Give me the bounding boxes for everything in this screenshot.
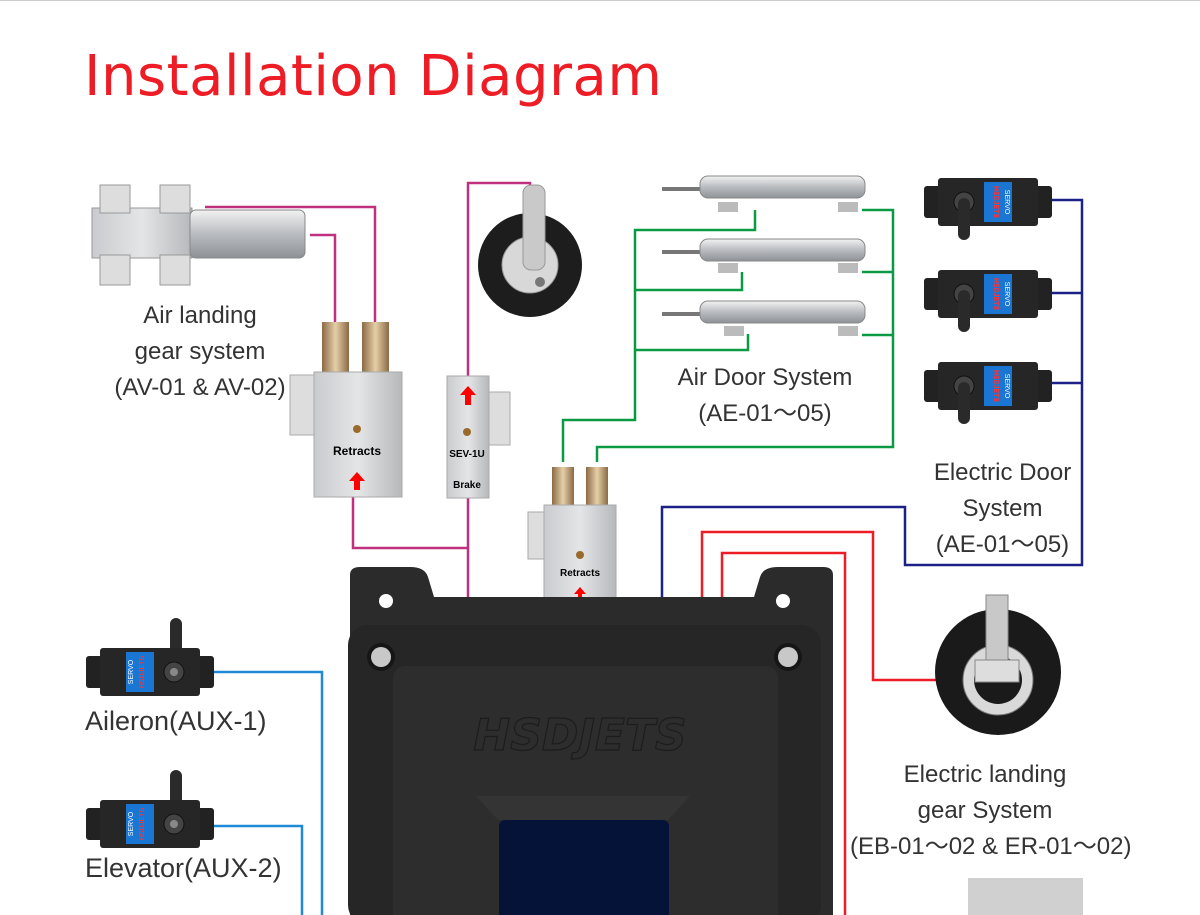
servo-image: HSDJETS SERVO	[924, 178, 1052, 240]
brake-wheel-image	[478, 184, 582, 317]
arrow-up-icon	[460, 386, 476, 405]
servo-image: HSDJETS SERVO	[924, 270, 1052, 332]
valve-label: Retracts	[333, 444, 381, 458]
electric-gear-lines	[700, 530, 945, 915]
servo-text: SERVO	[1003, 374, 1010, 399]
servo-brand: HSDJETS	[992, 278, 999, 311]
door-servos: HSDJETS SERVO HSDJETS SERVO HSDJETS SERV…	[924, 178, 1052, 424]
sev-brake-valve: SEV-1U Brake	[446, 375, 511, 499]
electric-landing-gear-image	[935, 594, 1083, 915]
air-door-label: Air Door System(AE-01～05)	[677, 364, 853, 427]
aux-lines	[214, 670, 324, 915]
retracts-valve-2: Retracts	[527, 467, 617, 613]
controller-logo: HSDJETS	[473, 710, 686, 761]
air-door-cylinders	[662, 175, 866, 336]
servo-brand: HSDJETS	[139, 808, 146, 841]
servo-horn	[958, 198, 970, 240]
aux-servos: HSDJETS SERVO HSDJETS SERVO	[86, 618, 214, 848]
page-title: Installation Diagram	[84, 44, 663, 109]
servo-text: SERVO	[128, 811, 135, 836]
elevator-label: Elevator(AUX-2)	[85, 853, 282, 883]
air-landing-gear-image	[91, 184, 306, 286]
servo-text: SERVO	[1003, 190, 1010, 215]
controller-unit: HSDJETS	[348, 567, 833, 915]
arrow-up-icon	[574, 587, 586, 602]
servo-horn	[958, 382, 970, 424]
servo-image: HSDJETS SERVO	[86, 800, 214, 848]
servo-text: SERVO	[128, 659, 135, 684]
electric-door-lines	[660, 198, 1084, 625]
servo-image: HSDJETS SERVO	[86, 648, 214, 696]
servo-brand: HSDJETS	[992, 186, 999, 219]
servo-image: HSDJETS SERVO	[924, 362, 1052, 424]
valve-label: Retracts	[560, 568, 600, 579]
retracts-valve-1: Retracts	[289, 322, 403, 498]
valve-label: SEV-1U	[449, 449, 485, 460]
arrow-up-icon	[349, 472, 365, 490]
top-divider	[0, 0, 1200, 1]
servo-text: SERVO	[1003, 282, 1010, 307]
servo-brand: HSDJETS	[139, 656, 146, 689]
servo-horn	[958, 290, 970, 332]
valve-label: Brake	[453, 480, 481, 491]
servo-brand: HSDJETS	[992, 370, 999, 403]
aileron-label: Aileron(AUX-1)	[85, 706, 267, 736]
